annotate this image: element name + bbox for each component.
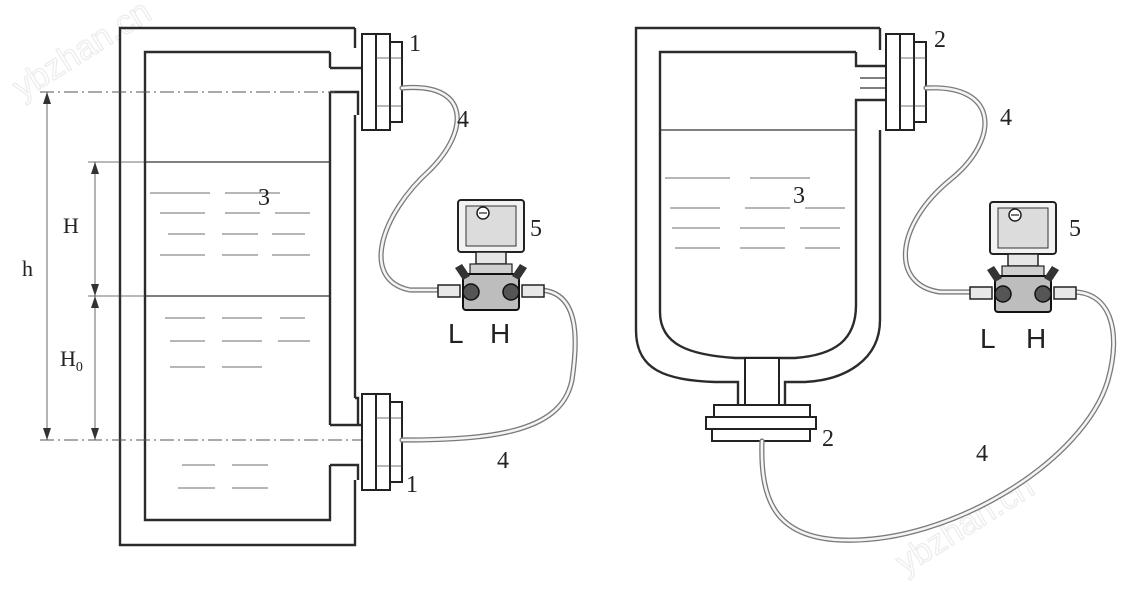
left-port-high-label: H [490,318,510,349]
dimension-h-label: h [22,256,33,281]
right-label-4-top: 4 [1000,105,1012,131]
right-label-3: 3 [793,183,805,209]
left-lower-flange [361,393,403,491]
right-upper-flange [885,33,927,131]
dimension-H-label: H [63,213,79,238]
right-pressure-transmitter [969,201,1077,313]
dimension-H0: H0 [60,296,99,440]
dimension-h: h [22,92,51,440]
left-tank-system: h H H0 [22,26,578,547]
left-pressure-transmitter [437,199,545,311]
right-label-2-bottom: 2 [822,426,834,452]
right-capillary-tubes [759,85,1117,543]
right-label-2-top: 2 [934,27,946,53]
right-liquid-hatching [665,177,845,249]
dimension-H: H [63,162,99,296]
left-label-1-bottom: 1 [406,472,418,498]
right-port-low-label: L [980,323,996,354]
left-label-5: 5 [530,216,542,242]
left-port-low-label: L [448,318,464,349]
right-bottom-flange [705,357,817,442]
right-tank-system: L H 2 2 3 4 4 5 [634,26,1117,543]
left-label-4-bottom: 4 [497,448,509,474]
right-vessel-outer-wall [634,26,882,405]
right-label-4-bottom: 4 [976,441,988,467]
left-upper-flange [361,33,403,131]
left-label-1-top: 1 [409,31,421,57]
left-tank-outer-wall [118,26,357,547]
watermark-top-left: ybzhan.cn [6,0,158,107]
right-vessel-inner-wall [658,50,858,360]
left-label-4-top: 4 [457,107,469,133]
dimension-H0-label: H0 [60,346,83,375]
left-label-3: 3 [258,185,270,211]
left-capillary-tubes [378,84,578,443]
left-liquid-hatching [150,192,310,489]
right-port-high-label: H [1026,323,1046,354]
left-tank-inner-wall [143,50,332,522]
right-label-5: 5 [1069,216,1081,242]
left-tank [118,26,372,547]
